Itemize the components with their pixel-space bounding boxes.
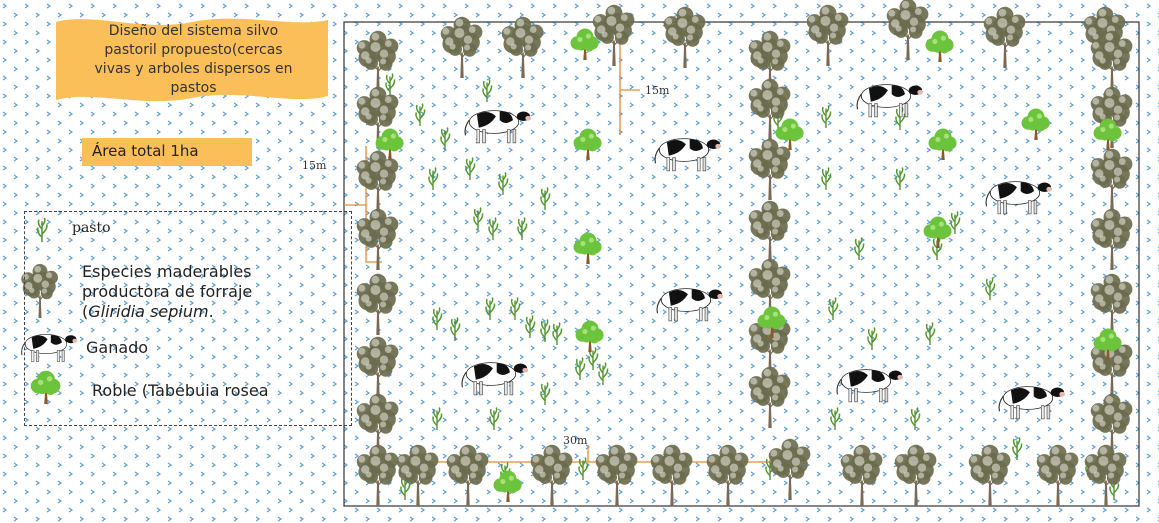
legend-roble-label: Roble (Tabebuia rosea	[92, 381, 269, 400]
legend-maderables-line1: Especies maderables	[82, 262, 252, 282]
dimension-bottom-label: 30m	[563, 434, 587, 447]
dimension-left-label: 15m	[302, 159, 326, 172]
dimension-top-label: 15m	[645, 84, 669, 97]
title-line-4: pastos	[66, 79, 321, 98]
title-line-2: pastoril propuesto(cercas	[66, 41, 321, 60]
legend-maderables-line2: productora de forraje	[82, 282, 252, 302]
legend-maderables-line3: (Gliridia sepium.	[82, 302, 252, 322]
title-line-1: Diseño del sistema silvo	[66, 22, 321, 41]
area-label: Área total 1ha	[92, 142, 199, 160]
legend-species-name: Gliridia sepium	[88, 302, 208, 321]
legend-ganado-label: Ganado	[86, 338, 148, 357]
title-line-3: vivas y arboles dispersos en	[66, 60, 321, 79]
legend-maderables-label: Especies maderables productora de forraj…	[82, 262, 252, 322]
diagram-title: Diseño del sistema silvo pastoril propue…	[66, 22, 321, 98]
legend-maderables-end: .	[209, 302, 214, 321]
legend-pasto-label: pasto	[72, 220, 111, 236]
